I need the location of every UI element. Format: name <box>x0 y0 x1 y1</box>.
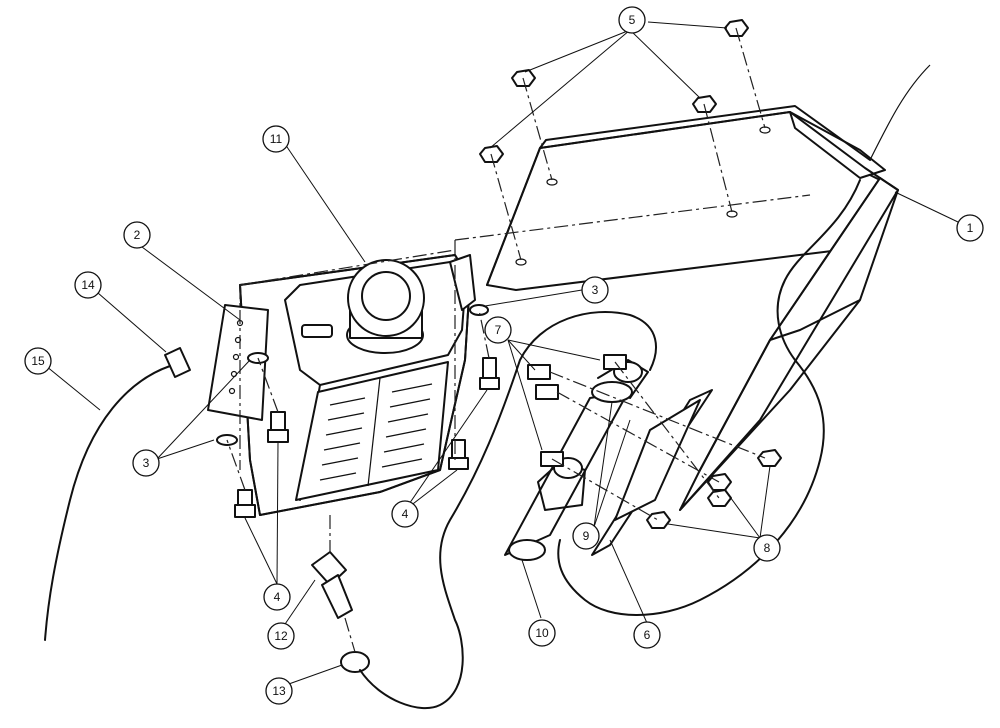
hardware-parts <box>164 19 782 673</box>
callout-9: 9 <box>572 522 600 550</box>
bolt <box>479 357 500 390</box>
nut <box>707 489 732 507</box>
callout-4-label: 4 <box>402 507 409 521</box>
callout-12: 12 <box>267 622 295 650</box>
pump-valve-assembly-part <box>504 359 713 561</box>
callout-3-label: 3 <box>592 283 599 297</box>
hose <box>44 365 171 641</box>
bolt <box>234 489 256 518</box>
callout-7-label: 7 <box>495 323 502 337</box>
callout-15-label: 15 <box>31 354 45 368</box>
washer <box>469 304 489 316</box>
hose-lines <box>44 179 861 710</box>
callout-leaders <box>45 21 959 686</box>
callout-11: 11 <box>262 125 290 153</box>
assembly-centerlines <box>226 27 811 653</box>
hose <box>359 311 657 710</box>
callout-13: 13 <box>265 677 293 705</box>
filler-cap-part <box>346 259 425 354</box>
hose <box>557 179 861 616</box>
nut <box>646 511 671 529</box>
callout-4: 4 <box>263 583 291 611</box>
tube-cap <box>340 651 370 673</box>
callout-6: 6 <box>633 621 661 649</box>
callout-2: 2 <box>123 221 151 249</box>
callout-7: 7 <box>484 316 512 344</box>
callout-8-label: 8 <box>764 541 771 555</box>
callout-10-label: 10 <box>535 626 549 640</box>
tank-level-markings <box>319 383 433 481</box>
callout-14-label: 14 <box>81 278 95 292</box>
callout-13-label: 13 <box>272 684 286 698</box>
callout-9-label: 9 <box>583 529 590 543</box>
callout-3: 3 <box>132 449 160 477</box>
bolt <box>448 439 469 470</box>
callout-5-label: 5 <box>629 13 636 27</box>
callout-11-label: 11 <box>270 132 283 146</box>
nut <box>757 449 782 467</box>
callout-15: 15 <box>24 347 52 375</box>
elbow-fitting <box>311 551 353 619</box>
callout-8: 8 <box>753 534 781 562</box>
screw <box>535 384 559 400</box>
callout-3-label: 3 <box>143 456 150 470</box>
mounting-bracket-part <box>486 64 931 511</box>
callout-6-label: 6 <box>644 628 651 642</box>
callout-4: 4 <box>391 500 419 528</box>
callout-4-label: 4 <box>274 590 281 604</box>
callout-12-label: 12 <box>274 629 288 643</box>
callout-5: 5 <box>618 6 646 34</box>
callout-14: 14 <box>74 271 102 299</box>
callout-1-label: 1 <box>967 221 974 235</box>
callout-10: 10 <box>528 619 556 647</box>
reservoir-tank-part <box>207 254 476 516</box>
callout-1: 1 <box>956 214 984 242</box>
screw <box>527 364 551 380</box>
callout-2-label: 2 <box>134 228 141 242</box>
callout-3: 3 <box>581 276 609 304</box>
bolt <box>267 411 289 443</box>
hose-clamp <box>164 347 191 378</box>
